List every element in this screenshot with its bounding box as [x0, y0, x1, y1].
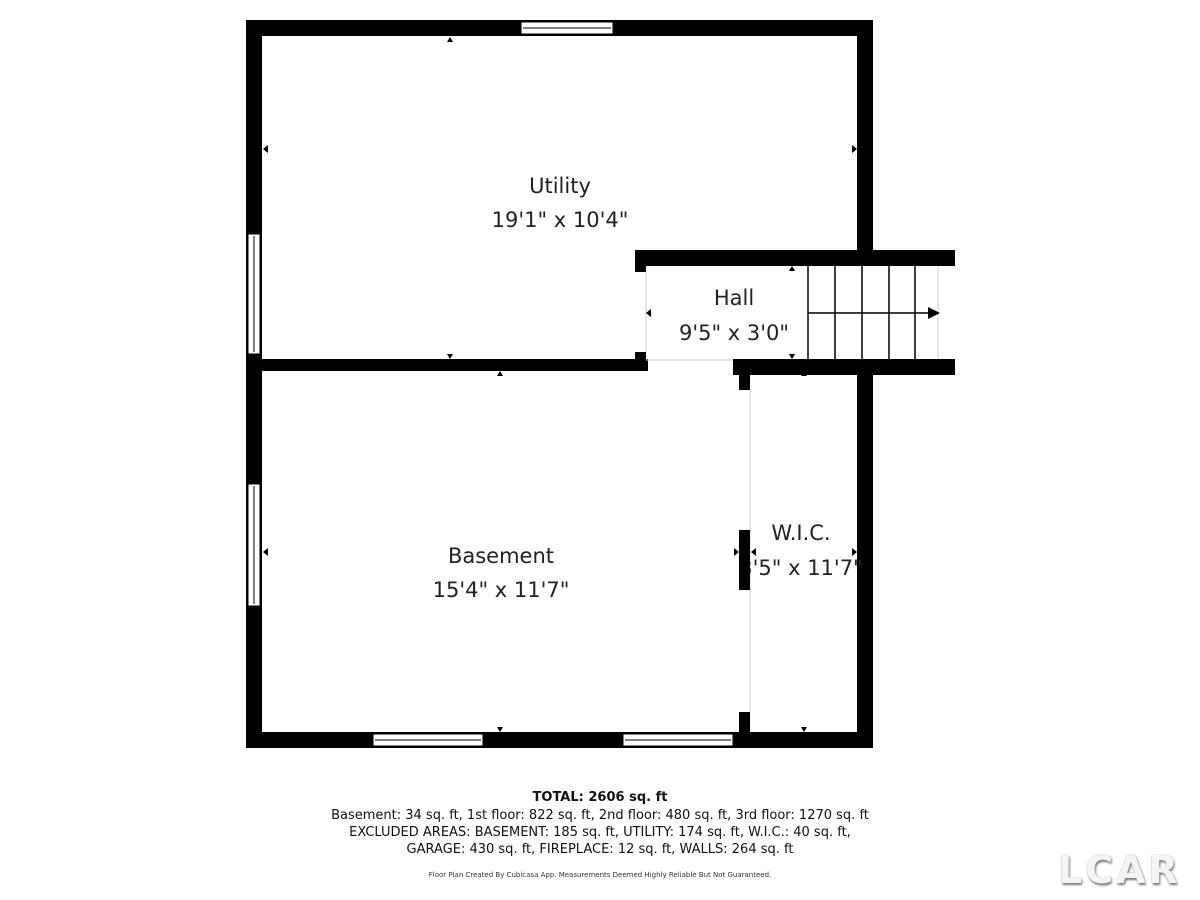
hall-wall-bottom: [733, 359, 955, 375]
room-name-hall: Hall: [714, 286, 754, 310]
room-name-basement: Basement: [448, 544, 554, 568]
hall-wall-top: [635, 250, 955, 266]
room-size-utility: 19'1" x 10'4": [492, 208, 629, 232]
wall-middle: [246, 359, 648, 371]
hall-wall-left-bottom: [635, 352, 646, 368]
room-name-wic: W.I.C.: [771, 521, 830, 545]
wall-right-upper: [857, 20, 873, 266]
wall-bottom: [246, 732, 873, 748]
fireplace-overlay: [739, 530, 750, 590]
total-area: TOTAL: 2606 sq. ft: [532, 790, 668, 805]
excluded-areas-2: GARAGE: 430 sq. ft, FIREPLACE: 12 sq. ft…: [406, 842, 794, 857]
room-name-utility: Utility: [529, 174, 591, 198]
credit-note: Floor Plan Created By Cubicasa App. Meas…: [428, 871, 772, 879]
wall-left: [246, 20, 262, 748]
room-size-hall: 9'5" x 3'0": [679, 321, 789, 345]
floor-areas: Basement: 34 sq. ft, 1st floor: 822 sq. …: [331, 808, 869, 823]
excluded-areas-1: EXCLUDED AREAS: BASEMENT: 185 sq. ft, UT…: [349, 825, 851, 840]
dimension-markers: [263, 37, 857, 732]
stair-arrow-icon: [928, 307, 940, 319]
room-size-basement: 15'4" x 11'7": [433, 578, 570, 602]
hall-wall-left-top: [635, 250, 646, 272]
lcar-logo: LCAR: [1058, 848, 1181, 892]
windows: [247, 21, 734, 747]
wic-wall-top: [739, 366, 750, 390]
wall-right-lower: [857, 360, 873, 748]
walls: [246, 20, 955, 748]
wic-wall-bottom: [739, 712, 750, 736]
room-size-wic: 3'5" x 11'7": [739, 556, 862, 580]
stairs: [807, 266, 940, 359]
